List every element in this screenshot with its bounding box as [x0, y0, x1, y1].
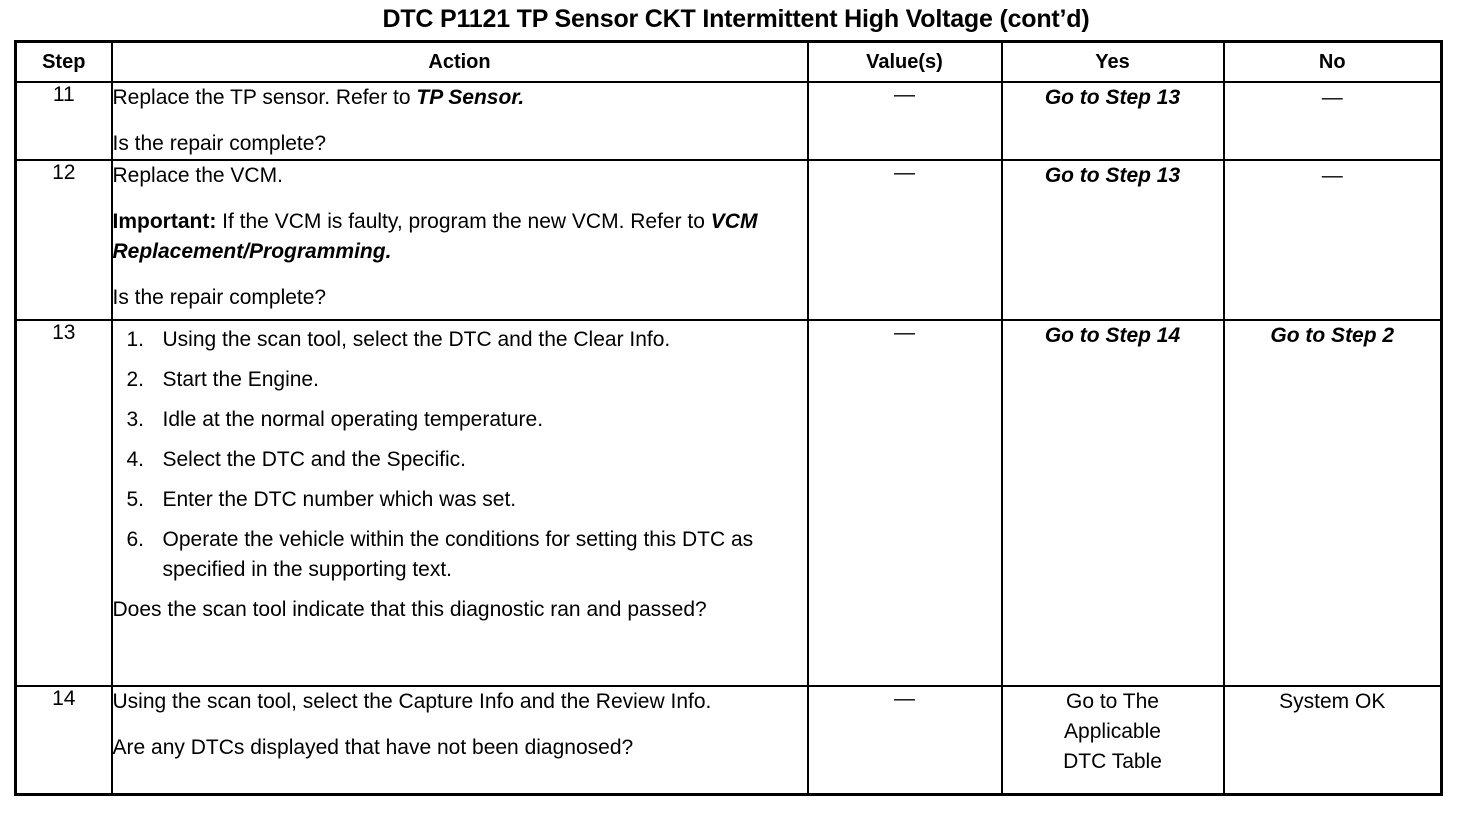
page-title: DTC P1121 TP Sensor CKT Intermittent Hig… — [382, 5, 1090, 33]
important-italic-reference: VCM Replacement/Programming. — [112, 210, 758, 263]
no-answer-cell: Go to Step 2 — [1222, 319, 1443, 687]
list-item-number: 4. — [126, 448, 145, 471]
action-cell: Using the scan tool, select the Capture … — [110, 685, 809, 795]
action-cell: 1. Using the scan tool, select the DTC a… — [110, 319, 809, 687]
step-number: 14 — [14, 685, 113, 795]
column-header-action: Action — [110, 40, 809, 83]
list-item-number: 1. — [126, 328, 145, 351]
column-header-no: No — [1222, 40, 1443, 83]
list-item-text: Start the Engine. — [162, 368, 319, 391]
value-cell: — — [806, 81, 1003, 161]
list-item-number: 2. — [126, 368, 145, 391]
value-cell: — — [806, 685, 1003, 795]
list-item-text: Operate the vehicle within the condition… — [162, 528, 754, 581]
list-item: 1. Using the scan tool, select the DTC a… — [113, 325, 807, 355]
step-number: 13 — [14, 319, 113, 687]
yes-answer-line: Applicable — [1064, 720, 1161, 743]
list-item-number: 6. — [126, 528, 145, 551]
list-item: 3. Idle at the normal operating temperat… — [113, 405, 807, 435]
yes-answer-cell: Go to Step 13 — [1000, 81, 1225, 161]
yes-answer-line: DTC Table — [1063, 750, 1162, 773]
action-text-italic: TP Sensor. — [416, 86, 525, 109]
list-item: 2. Start the Engine. — [113, 365, 807, 395]
action-question: Is the repair complete? — [112, 286, 327, 309]
table-row: 11 Replace the TP sensor. Refer to TP Se… — [14, 81, 1443, 161]
list-item: 4. Select the DTC and the Specific. — [113, 445, 807, 475]
list-item-text: Enter the DTC number which was set. — [162, 488, 517, 511]
list-item-text: Idle at the normal operating temperature… — [162, 408, 544, 431]
yes-answer-line: Go to The — [1065, 690, 1159, 713]
list-item-number: 3. — [126, 408, 145, 431]
list-item-text: Using the scan tool, select the DTC and … — [162, 328, 671, 351]
table-row: 13 1. Using the scan tool, select the DT… — [14, 319, 1443, 687]
yes-answer-cell: Go to The Applicable DTC Table — [1000, 685, 1225, 795]
action-question: Is the repair complete? — [112, 132, 327, 155]
action-question: Are any DTCs displayed that have not bee… — [112, 736, 634, 759]
no-answer-cell: — — [1222, 159, 1443, 321]
column-header-step: Step — [14, 40, 113, 83]
value-cell: — — [806, 159, 1003, 321]
list-item: 6. Operate the vehicle within the condit… — [113, 525, 807, 585]
list-item-text: Select the DTC and the Specific. — [162, 448, 467, 471]
action-question: Does the scan tool indicate that this di… — [112, 598, 707, 621]
action-cell: Replace the VCM. Important: If the VCM i… — [110, 159, 809, 321]
list-item-number: 5. — [126, 488, 145, 511]
value-cell: — — [806, 319, 1003, 687]
table-header-row: Step Action Value(s) Yes No — [14, 40, 1443, 83]
no-answer-cell: — — [1222, 81, 1443, 161]
no-answer-cell: System OK — [1222, 685, 1443, 795]
important-text: If the VCM is faulty, program the new VC… — [216, 210, 711, 233]
column-header-yes: Yes — [1000, 40, 1225, 83]
table-row: 12 Replace the VCM. Important: If the VC… — [14, 159, 1443, 321]
action-steps-list: 1. Using the scan tool, select the DTC a… — [113, 325, 807, 585]
column-header-value: Value(s) — [806, 40, 1003, 83]
table-row: 14 Using the scan tool, select the Captu… — [14, 685, 1443, 795]
important-label: Important: — [112, 210, 217, 233]
action-cell: Replace the TP sensor. Refer to TP Senso… — [110, 81, 809, 161]
list-item: 5. Enter the DTC number which was set. — [113, 485, 807, 515]
diagnostic-table: Step Action Value(s) Yes No 11 Replace t… — [14, 40, 1443, 796]
action-important-note: Important: If the VCM is faulty, program… — [113, 207, 807, 267]
action-text-plain: Replace the TP sensor. Refer to — [112, 86, 417, 109]
yes-answer-cell: Go to Step 13 — [1000, 159, 1225, 321]
step-number: 12 — [14, 159, 113, 321]
action-text: Replace the TP sensor. Refer to TP Senso… — [113, 83, 807, 113]
action-text: Using the scan tool, select the Capture … — [112, 690, 712, 713]
action-text: Replace the VCM. — [112, 164, 283, 187]
yes-answer-cell: Go to Step 14 — [1000, 319, 1225, 687]
step-number: 11 — [14, 81, 113, 161]
